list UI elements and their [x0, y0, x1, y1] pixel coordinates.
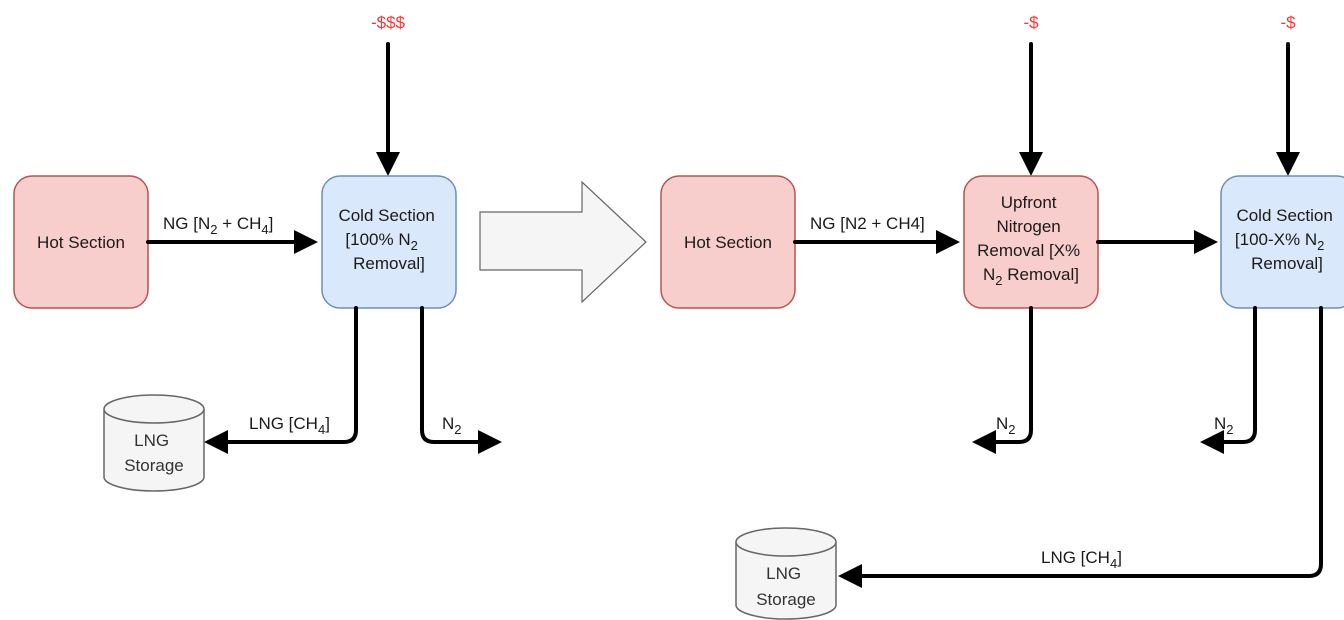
right-upfront-n2-arrow — [990, 306, 1033, 444]
right-lng-arrowhead — [838, 564, 862, 588]
right-cold-n2-label: N2 — [1214, 414, 1234, 437]
left-lng-storage: LNG Storage — [103, 394, 205, 492]
left-lng-storage-label: LNG Storage — [124, 431, 184, 475]
right-cold-cost-label: -$ — [1280, 13, 1296, 32]
upfront-nitrogen-removal-label: Upfront Nitrogen Removal [X% N2 Removal] — [977, 193, 1085, 288]
right-cold-n2-arrowhead — [1200, 430, 1224, 454]
upfront-nitrogen-removal-box: Upfront Nitrogen Removal [X% N2 Removal] — [963, 175, 1099, 309]
left-feed-label: NG [N2 + CH4] — [163, 214, 273, 237]
right-upfront-n2-arrowhead — [972, 430, 996, 454]
left-n2-arrowhead — [478, 430, 502, 454]
right-hot-section-label: Hot Section — [684, 233, 772, 252]
right-hot-section-box: Hot Section — [660, 175, 796, 309]
left-cost-label: -$$$ — [371, 13, 406, 32]
right-feed-label: NG [N2 + CH4] — [810, 214, 925, 233]
right-cold-cost-arrowhead — [1276, 152, 1300, 176]
left-hot-section-label: Hot Section — [37, 233, 125, 252]
right-cold-section-box: Cold Section [100-X% N2 Removal] — [1220, 175, 1344, 309]
right-lng-storage: LNG Storage — [735, 527, 837, 620]
right-lng-label: LNG [CH4] — [1041, 548, 1122, 571]
left-cold-section-box: Cold Section [100% N2 Removal] — [321, 175, 457, 309]
left-feed-arrowhead — [294, 230, 318, 254]
left-cold-section-label: Cold Section [100% N2 Removal] — [338, 206, 439, 273]
transition-arrow-icon — [479, 180, 647, 304]
right-lng-storage-label: LNG Storage — [756, 564, 816, 609]
right-cold-section-label: Cold Section [100-X% N2 Removal] — [1235, 206, 1338, 273]
right-feed-arrowhead — [936, 230, 960, 254]
left-lng-arrow — [222, 306, 358, 444]
right-upfront-n2-label: N2 — [996, 414, 1016, 437]
right-upfront-cost-label: -$ — [1023, 13, 1039, 32]
left-n2-arrow — [420, 306, 484, 444]
left-cost-arrowhead — [376, 152, 400, 176]
right-cold-n2-arrow — [1218, 306, 1257, 444]
left-lng-arrowhead — [204, 430, 228, 454]
left-lng-label: LNG [CH4] — [249, 414, 330, 437]
left-hot-section-box: Hot Section — [13, 175, 149, 309]
left-n2-label: N2 — [442, 414, 462, 437]
right-upfront-to-cold-arrowhead — [1194, 230, 1218, 254]
right-lng-arrow — [856, 306, 1323, 578]
right-upfront-cost-arrowhead — [1019, 152, 1043, 176]
